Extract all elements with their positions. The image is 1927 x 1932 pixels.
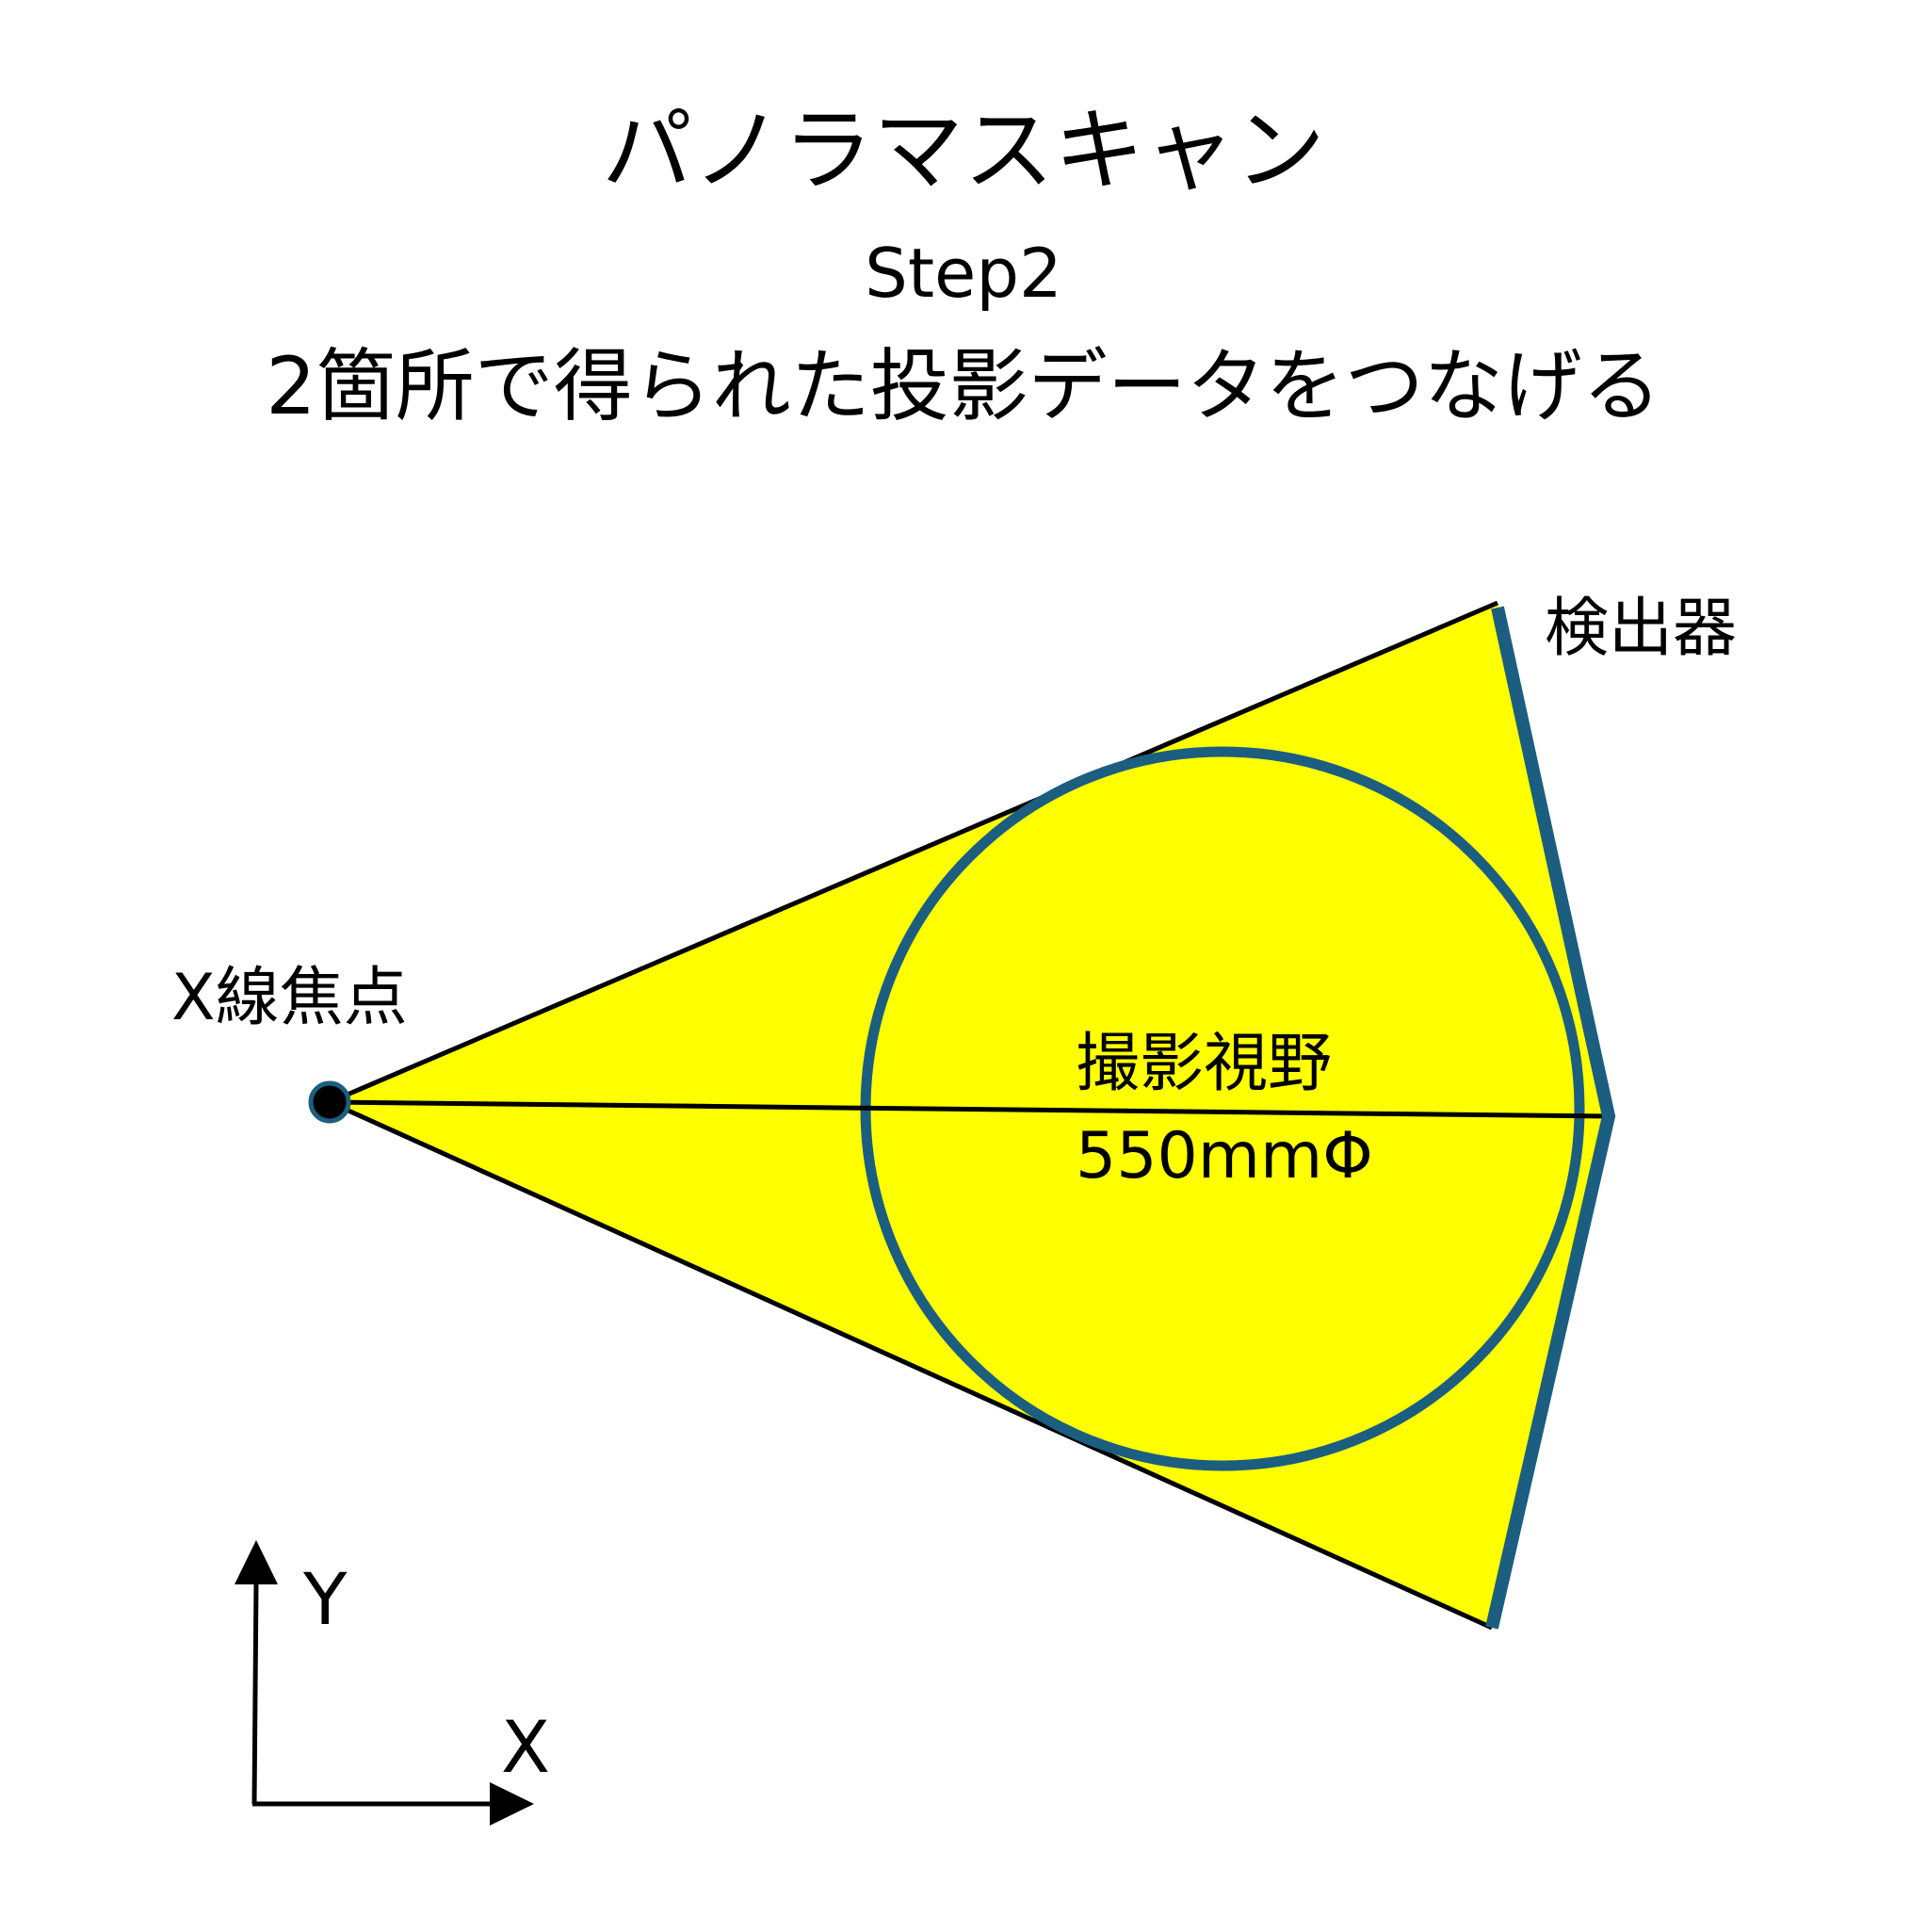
- page-title: パノラマスキャン: [602, 98, 1325, 203]
- y-axis-arrowhead: [235, 1540, 278, 1584]
- beam-upper-edge: [329, 600, 1498, 1105]
- detector-bar: [1485, 606, 1616, 1630]
- y-axis-line: [251, 1582, 259, 1805]
- step-description: 2箇所で得られた投影データをつなげる: [266, 340, 1661, 432]
- xray-focus-label: X線焦点: [171, 961, 408, 1035]
- y-axis-label: Y: [303, 1557, 348, 1641]
- xray-focus-point: [308, 1080, 351, 1124]
- field-of-view-size: 550mmΦ: [1076, 1119, 1373, 1193]
- step-label: Step2: [865, 234, 1062, 313]
- beam-central-ray: [329, 1099, 1610, 1119]
- detector-label: 検出器: [1545, 592, 1738, 666]
- x-axis-label: X: [501, 1705, 551, 1789]
- field-of-view-label: 撮影視野: [1076, 1027, 1333, 1101]
- x-axis-arrowhead: [490, 1782, 534, 1826]
- xray-beam-fan: [330, 603, 1609, 1628]
- beam-lower-edge: [328, 1099, 1494, 1631]
